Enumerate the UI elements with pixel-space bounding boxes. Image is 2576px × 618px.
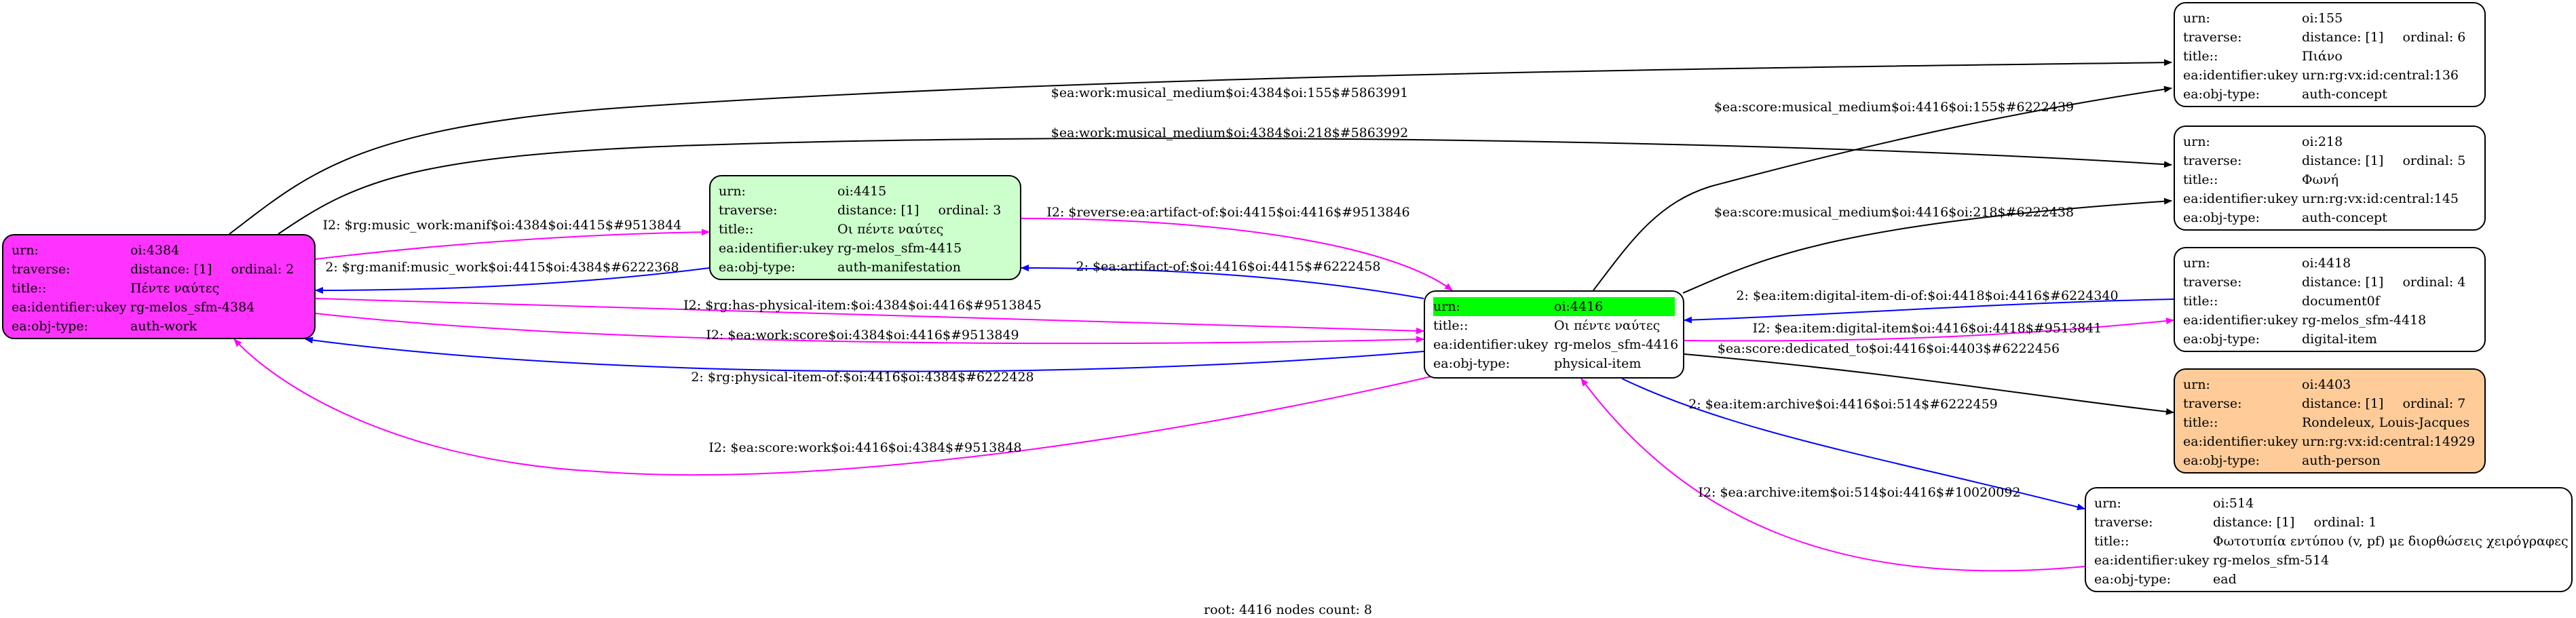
node-oi-514[interactable]: urn:oi:514 traverse:distance: [1]ordinal… [2085, 487, 2573, 592]
node-oi-4403[interactable]: urn:oi:4403 traverse:distance: [1]ordina… [2174, 368, 2486, 474]
edge-4415-4416 [1021, 218, 1453, 291]
node-row-urn: urn:oi:4418 [2183, 256, 2351, 271]
node-row-title: title::Πιάνο [2183, 49, 2343, 64]
node-oi-155[interactable]: urn:oi:155 traverse:distance: [1]ordinal… [2174, 2, 2486, 107]
edge-4384-4416-a [315, 298, 1424, 334]
graph-summary: root: 4416 nodes count: 8 [1203, 602, 1373, 617]
edge-4384-218 [278, 137, 2172, 235]
node-row-title: title::document0f [2183, 294, 2380, 309]
edge-4418-4416 [1684, 298, 2174, 324]
node-row-urn: urn:oi:4384 [12, 243, 180, 258]
node-row-traverse: traverse:distance: [1]ordinal: 7 [2183, 396, 2466, 411]
edge-4416-4415 [1021, 265, 1424, 299]
node-row-title: title::Φωνή [2183, 172, 2339, 187]
node-row-traverse: traverse:distance: [1]ordinal: 6 [2183, 30, 2466, 45]
node-row-traverse: traverse:distance: [1]ordinal: 2 [12, 262, 295, 277]
edge-label: 2: $rg:manif:music_work$oi:4415$oi:4384$… [325, 260, 679, 275]
edge-4416-4384 [305, 336, 1424, 372]
edge-label: 2: $ea:item:archive$oi:4416$oi:514$#6222… [1688, 397, 1998, 412]
edge-label: 2: $ea:item:digital-item-di-of:$oi:4418$… [1736, 288, 2119, 303]
node-row-title: title::Πέντε ναύτες [12, 281, 220, 296]
node-row-objtype: ea:obj-type:auth-work [12, 319, 197, 334]
node-row-urn: urn:oi:514 [2094, 496, 2254, 511]
edge-label: 2: $rg:physical-item-of:$oi:4416$oi:4384… [691, 370, 1034, 385]
node-row-objtype: ea:obj-type:auth-manifestation [719, 260, 961, 275]
edge-label: I2: $ea:item:digital-item$oi:4416$oi:441… [1752, 321, 2102, 336]
node-row-title: title::Οι πέντε ναύτες [719, 222, 944, 237]
edge-4384-155 [229, 59, 2172, 235]
node-row-title: title::Rondeleux, Louis-Jacques [2183, 415, 2470, 430]
edge-label: $ea:work:musical_medium$oi:4384$oi:218$#… [1050, 125, 1409, 140]
edge-4384-4416-b [315, 313, 1424, 345]
edge-4416-4418 [1684, 317, 2174, 342]
edge-label: $ea:score:dedicated_to$oi:4416$oi:4403$#… [1717, 341, 2060, 356]
edge-4416-4403 [1684, 353, 2174, 415]
edge-4415-4384 [315, 267, 710, 294]
node-row-urn: urn:oi:218 [2183, 134, 2343, 149]
edge-4416-155 [1593, 85, 2172, 291]
node-row-traverse: traverse:distance: [1]ordinal: 5 [2183, 153, 2466, 168]
edge-label: I2: $reverse:ea:artifact-of:$oi:4415$oi:… [1046, 205, 1410, 220]
node-oi-4415[interactable]: urn:oi:4415 traverse:distance: [1]ordina… [709, 175, 1021, 280]
node-oi-218[interactable]: urn:oi:218 traverse:distance: [1]ordinal… [2174, 125, 2486, 231]
node-row-urn: urn:oi:155 [2183, 11, 2343, 26]
edge-label: I2: $ea:work:score$oi:4384$oi:4416$#9513… [706, 328, 1019, 343]
node-row-urn: urn:oi:4415 [719, 184, 887, 199]
node-row-objtype: ea:obj-type:ead [2094, 572, 2237, 587]
edge-label: $ea:score:musical_medium$oi:4416$oi:155$… [1713, 100, 2075, 115]
edge-label: $ea:work:musical_medium$oi:4384$oi:155$#… [1050, 85, 1409, 100]
node-row-title: title::Φωτοτυπία εντύπου (v, pf) με διορ… [2094, 534, 2569, 549]
node-row-objtype: ea:obj-type:auth-person [2183, 453, 2381, 468]
node-row-traverse: traverse:distance: [1]ordinal: 4 [2183, 275, 2466, 290]
node-row-traverse: traverse:distance: [1]ordinal: 1 [2094, 515, 2377, 530]
node-row-objtype: ea:obj-type:physical-item [1433, 356, 1642, 371]
node-oi-4384[interactable]: urn:oi:4384 traverse:distance: [1]ordina… [2, 234, 316, 339]
node-row-objtype: ea:obj-type:digital-item [2183, 332, 2377, 347]
node-row-title: title::Οι πέντε ναύτες [1433, 318, 1661, 333]
node-row-urn: urn:oi:4416 [1433, 297, 1675, 316]
edge-label: I2: $rg:music_work:manif$oi:4384$oi:4415… [322, 218, 682, 233]
edge-4416-514 [1621, 378, 2085, 511]
node-row-urn: urn:oi:4403 [2183, 377, 2351, 392]
node-row-objtype: ea:obj-type:auth-concept [2183, 87, 2387, 102]
edge-label: $ea:score:musical_medium$oi:4416$oi:218$… [1713, 205, 2075, 220]
node-row-objtype: ea:obj-type:auth-concept [2183, 210, 2387, 225]
edge-514-4416 [1580, 378, 2085, 572]
edge-label: I2: $ea:archive:item$oi:514$oi:4416$#100… [1698, 485, 2021, 500]
node-oi-4416-root[interactable]: urn:oi:4416 title::Οι πέντε ναύτες ea:id… [1424, 290, 1684, 379]
node-row-traverse: traverse:distance: [1]ordinal: 3 [719, 203, 1002, 218]
edge-4416-218 [1682, 197, 2172, 294]
edge-label: I2: $rg:has-physical-item:$oi:4384$oi:44… [683, 298, 1042, 313]
edge-4416-4384-b [233, 339, 1438, 476]
node-oi-4418[interactable]: urn:oi:4418 traverse:distance: [1]ordina… [2174, 247, 2486, 352]
edge-label: 2: $ea:artifact-of:$oi:4416$oi:4415$#622… [1076, 259, 1381, 274]
edge-4384-4415 [315, 229, 710, 260]
edge-label: I2: $ea:score:work$oi:4416$oi:4384$#9513… [708, 440, 1022, 455]
